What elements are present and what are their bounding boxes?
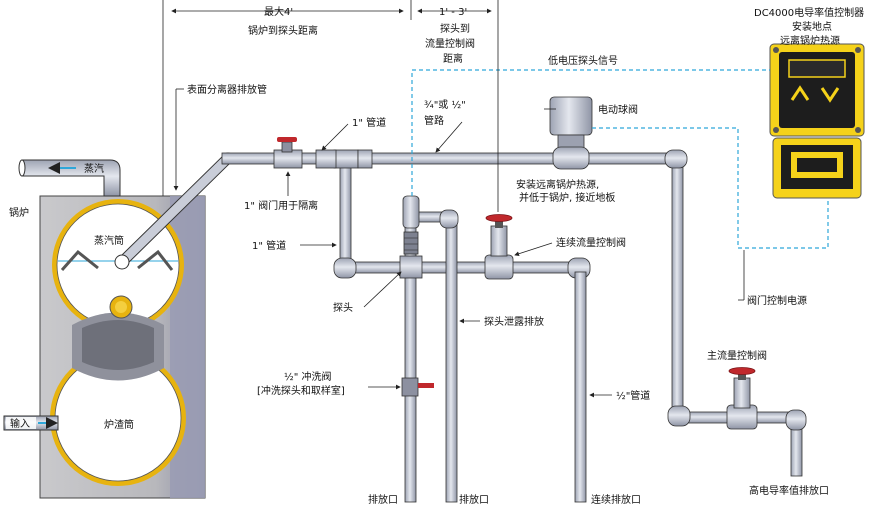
steam-drum-label: 蒸汽筒: [94, 234, 124, 247]
motorized-ball-valve-label: 电动球阀: [598, 103, 638, 116]
flush-valve-label-1: ½" 冲洗阀: [284, 370, 331, 383]
install-note-1: 安装远离锅炉热源,: [516, 178, 599, 191]
probe-valve-dist-1: 1' - 3': [439, 7, 467, 18]
main-flow-valve-label: 主流量控制阀: [707, 349, 767, 362]
pipe-1in-top-label: 1" 管道: [352, 116, 386, 129]
signal-lines: [411, 69, 829, 249]
drain-2-label: 排放口: [459, 493, 489, 506]
pipe-route-label: 管路: [424, 114, 444, 127]
high-conductivity-drain-label: 高电导率值排放口: [749, 484, 829, 497]
probe-valve-dist-2: 探头到: [440, 22, 470, 35]
pipe-1in-left-label: 1" 管道: [252, 239, 286, 252]
valve-power-label: 阀门控制电源: [747, 294, 807, 307]
continuous-flow-valve: [484, 214, 514, 280]
max-distance-label-1: 最大4': [264, 5, 293, 18]
piping: [221, 137, 807, 503]
text-labels: 锅炉 蒸汽 蒸汽筒 炉渣筒 输入 表面分离器排放管 最大4' 锅炉到探头距离 1…: [9, 5, 864, 506]
dimension-lines: [162, 0, 745, 398]
low-voltage-signal-label: 低电压探头信号: [548, 54, 618, 67]
boiler: [3, 159, 206, 499]
probe-label: 探头: [333, 301, 353, 314]
dc4000-controller: [769, 43, 865, 199]
probe-drain-label: 探头泄露排放: [484, 315, 544, 328]
controller-label-3: 远离锅炉热源: [780, 34, 840, 47]
input-label: 输入: [10, 417, 30, 430]
probe-valve-dist-4: 距离: [443, 52, 463, 65]
steam-label: 蒸汽: [84, 162, 104, 175]
main-flow-valve: [726, 367, 758, 430]
drain-1-label: 排放口: [368, 493, 398, 506]
flush-valve-label-2: [冲洗探头和取样室]: [257, 384, 345, 397]
max-distance-label-2: 锅炉到探头距离: [248, 24, 318, 37]
controller-label-1: DC4000电导率值控制器: [754, 6, 864, 19]
half-pipe-label: ½"管道: [616, 389, 650, 402]
boiler-label: 锅炉: [9, 207, 29, 219]
surface-blowdown-label: 表面分离器排放管: [187, 83, 267, 96]
motorized-ball-valve: [549, 96, 593, 170]
probe-valve-dist-3: 流量控制阀: [425, 37, 475, 50]
surface-blowdown-pipe: [114, 152, 234, 270]
continuous-drain-label: 连续排放口: [591, 493, 641, 506]
isolation-valve-label: 1" 阀门用于隔离: [244, 199, 318, 212]
install-note-2: 并低于锅炉, 接近地板: [519, 191, 615, 204]
continuous-flow-valve-label: 连续流量控制阀: [556, 236, 626, 249]
mud-drum-label: 炉渣筒: [104, 418, 134, 431]
pipe-size-label: ¾"或 ½": [424, 99, 466, 111]
controller-label-2: 安装地点: [792, 20, 832, 33]
